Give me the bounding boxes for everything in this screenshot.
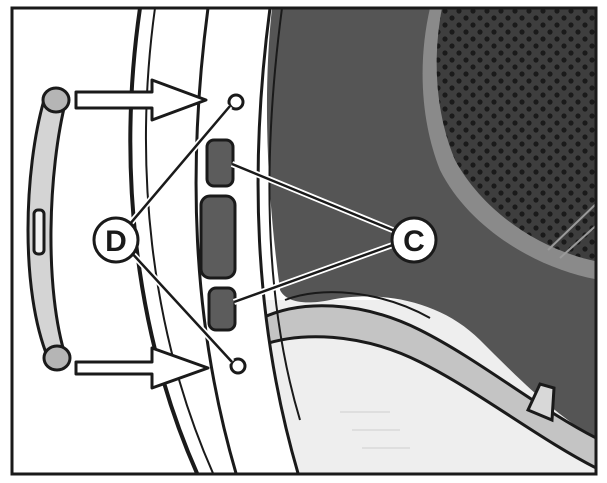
handle-knob-upper bbox=[41, 86, 71, 114]
door-seal bbox=[262, 305, 596, 468]
leader-d-upper bbox=[117, 105, 231, 239]
mounting-slot-upper bbox=[205, 138, 235, 188]
mounting-slot-center bbox=[199, 194, 237, 280]
handle-knob-lower bbox=[42, 344, 72, 372]
callout-d-circle bbox=[92, 216, 140, 264]
leader-c-lower bbox=[233, 236, 413, 304]
handle-grip-slot bbox=[32, 208, 46, 256]
callout-c-circle bbox=[390, 216, 438, 264]
door-outer-frame-inner bbox=[145, 8, 215, 474]
grille-highlight bbox=[559, 224, 596, 259]
seal-inner-line bbox=[284, 291, 431, 319]
door-latch-bump bbox=[525, 382, 556, 423]
callout-d-label: D bbox=[105, 225, 127, 258]
mounting-slot-lower bbox=[207, 286, 237, 332]
seal-edge-bottom bbox=[261, 335, 596, 470]
arrow-lower-icon bbox=[74, 346, 210, 390]
arrow-upper-icon bbox=[74, 78, 208, 122]
leader-d-lower bbox=[117, 237, 233, 363]
callout-c: C bbox=[390, 216, 438, 264]
door-ring bbox=[196, 8, 299, 474]
callout-c-label: C bbox=[403, 225, 425, 258]
callout-d: D bbox=[92, 216, 140, 264]
frame-border bbox=[10, 6, 598, 476]
grille-highlight bbox=[547, 202, 596, 251]
screw-hole-lower bbox=[229, 357, 247, 375]
leader-c-upper bbox=[231, 162, 413, 240]
screw-hole-upper bbox=[227, 93, 245, 111]
door-illustration: D C bbox=[26, 8, 596, 474]
door-ring-gasket-edge bbox=[268, 8, 301, 421]
door-ring-inner-edge bbox=[256, 8, 300, 474]
grille-holes bbox=[436, 8, 596, 262]
door-ring-outer-edge bbox=[194, 8, 238, 474]
